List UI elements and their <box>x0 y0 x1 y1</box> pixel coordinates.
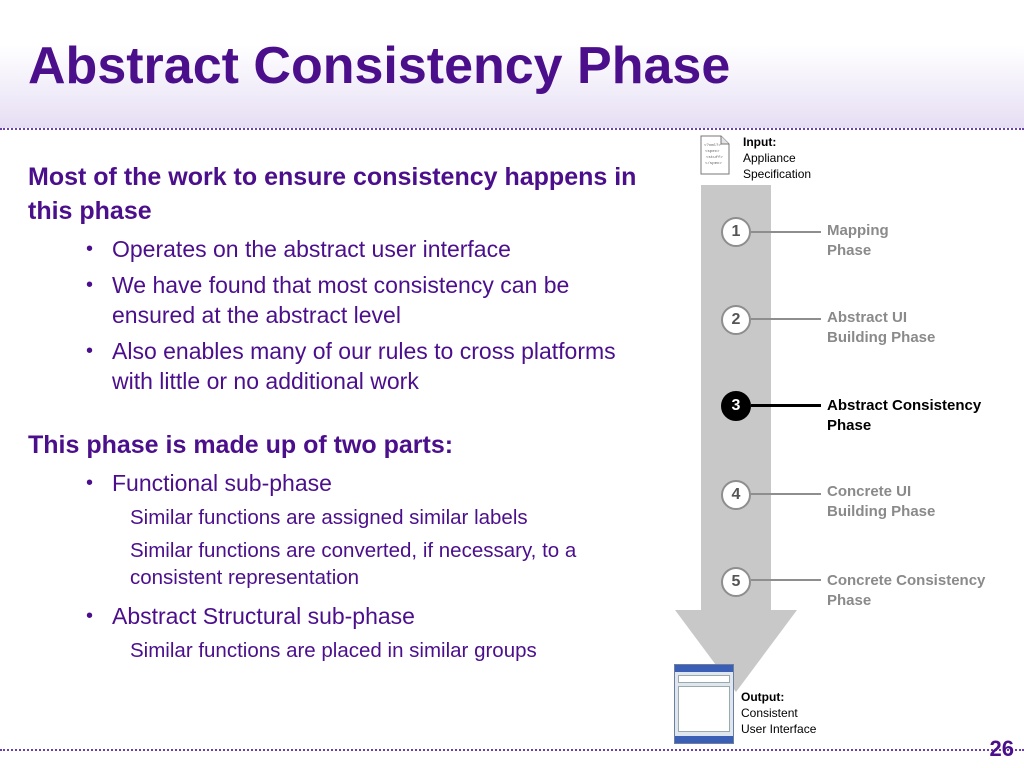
document-page <box>700 135 730 175</box>
input-line1: Appliance <box>743 151 796 165</box>
step-1-label: Mapping Phase <box>827 221 889 261</box>
document-code-line: <spec> <box>705 149 720 154</box>
output-line2: User Interface <box>741 722 817 736</box>
step-2-label: Abstract UI Building Phase <box>827 308 935 348</box>
bullet-text: Operates on the abstract user interface <box>112 236 511 262</box>
step-5-connector <box>751 579 821 581</box>
step-3-line2: Phase <box>827 417 872 434</box>
step-3-line1: Abstract Consistency <box>827 397 982 414</box>
sub-item: Similar functions are converted, if nece… <box>130 539 577 589</box>
bullet-item: • Functional sub-phase <box>86 468 632 498</box>
bullet-glyph: • <box>86 340 94 362</box>
bullet-item: • Abstract Structural sub-phase <box>86 601 632 631</box>
footer-divider <box>0 749 1024 751</box>
bullet-text: Abstract Structural sub-phase <box>112 603 415 629</box>
step-1-line1: Mapping <box>827 222 889 239</box>
page-number: 26 <box>989 736 1014 761</box>
sub-item: Similar functions are placed in similar … <box>130 639 537 662</box>
document-code-line: </spec> <box>705 161 722 166</box>
title-band <box>0 0 1024 128</box>
bullet-text: Functional sub-phase <box>112 470 332 496</box>
screenshot-body <box>678 686 730 732</box>
screenshot-titlebar <box>675 665 733 672</box>
output-line1: Consistent <box>741 706 798 720</box>
heading-consistency-work: Most of the work to ensure consistency h… <box>28 163 637 225</box>
step-1-marker: 1 <box>721 217 751 247</box>
step-1-line2: Phase <box>827 242 872 259</box>
step-2-connector <box>751 318 821 320</box>
screenshot-toolbar <box>678 675 730 683</box>
input-title: Input: <box>743 135 777 149</box>
input-line2: Specification <box>743 167 812 181</box>
output-label: Output: Consistent User Interface <box>741 689 816 737</box>
slide-content: Most of the work to ensure consistency h… <box>28 160 648 664</box>
sub-item: Similar functions are assigned similar l… <box>130 506 528 529</box>
title-divider <box>0 128 1024 130</box>
output-title: Output: <box>741 690 785 704</box>
step-4-label: Concrete UI Building Phase <box>827 482 935 522</box>
step-4-marker: 4 <box>721 480 751 510</box>
heading-two-parts: This phase is made up of two parts: <box>28 431 454 459</box>
process-arrow-shape <box>675 185 797 692</box>
step-5-label: Concrete Consistency Phase <box>827 571 985 611</box>
bullet-text: We have found that most consistency can … <box>112 272 570 328</box>
step-3-label: Abstract Consistency Phase <box>827 396 981 436</box>
step-2-marker: 2 <box>721 305 751 335</box>
document-fold <box>720 136 729 145</box>
step-4-connector <box>751 493 821 495</box>
step-4-line2: Building Phase <box>827 503 936 520</box>
step-4-line1: Concrete UI <box>827 483 912 500</box>
bullet-item: • Also enables many of our rules to cross… <box>86 336 632 396</box>
screenshot-taskbar <box>675 736 733 743</box>
bullet-glyph: • <box>86 605 94 627</box>
step-1-connector <box>751 231 821 233</box>
step-3-connector <box>751 404 821 407</box>
bullet-text: Also enables many of our rules to cross … <box>112 338 616 394</box>
document-code-line: <?xml?> <box>704 143 721 148</box>
step-2-line1: Abstract UI <box>827 309 908 326</box>
step-3-marker: 3 <box>721 391 751 421</box>
ui-screenshot-icon <box>674 664 734 744</box>
bullet-item: • Operates on the abstract user interface <box>86 234 632 264</box>
step-5-line2: Phase <box>827 592 872 609</box>
step-5-line1: Concrete Consistency <box>827 572 986 589</box>
document-icon: <?xml?> <spec> <stuff> </spec> <box>700 135 730 175</box>
step-2-line2: Building Phase <box>827 329 936 346</box>
bullet-glyph: • <box>86 238 94 260</box>
step-5-marker: 5 <box>721 567 751 597</box>
bullet-item: • We have found that most consistency can… <box>86 270 632 330</box>
slide-title: Abstract Consistency Phase <box>28 37 731 95</box>
document-code-line: <stuff> <box>706 155 723 160</box>
bullet-glyph: • <box>86 472 94 494</box>
input-label: Input: Appliance Specification <box>743 134 811 182</box>
bullet-glyph: • <box>86 274 94 296</box>
